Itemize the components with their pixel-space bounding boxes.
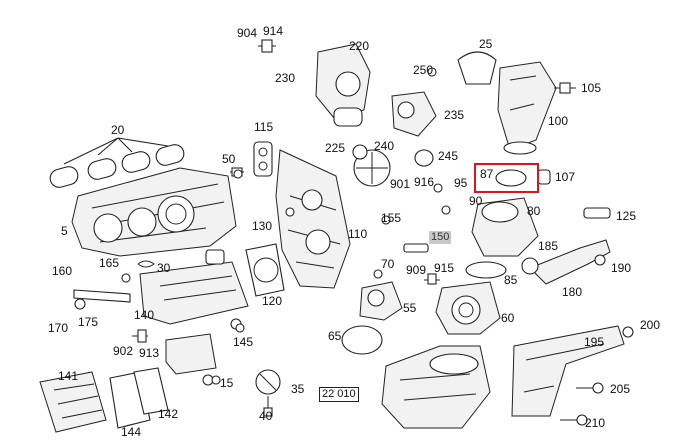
part-label-200: 200 [640,318,661,332]
part-label-125: 125 [616,209,637,223]
part-label-144: 144 [121,425,142,439]
part-label-35: 35 [291,382,305,396]
part-label-155: 155 [381,211,402,225]
intake-gaskets [49,137,185,188]
part-label-95: 95 [454,176,468,190]
part-label-142: 142 [158,407,179,421]
part-label-180: 180 [562,285,583,299]
part-label-140: 140 [134,308,155,322]
part-label-185: 185 [538,239,559,253]
highlight-box-87 [474,163,539,193]
part-label-40: 40 [259,409,273,423]
part-label-145: 145 [233,335,254,349]
part-label-22010: 22 010 [319,387,359,402]
part-label-15: 15 [220,376,234,390]
part-label-210: 210 [585,416,606,430]
part-label-245: 245 [438,149,459,163]
part-label-904: 904 [237,26,258,40]
part-label-175: 175 [78,315,99,329]
part-label-150: 150 [429,231,452,244]
part-label-916: 916 [414,175,435,189]
part-label-225: 225 [325,141,346,155]
part-label-913: 913 [139,346,160,360]
part-label-100: 100 [548,114,569,128]
part-label-30: 30 [157,261,171,275]
part-label-60: 60 [501,311,515,325]
part-label-120: 120 [262,294,283,308]
intake-manifold [71,167,237,257]
part-label-70: 70 [381,257,395,271]
part-label-105: 105 [581,81,602,95]
part-label-141: 141 [58,369,79,383]
part-label-901: 901 [390,177,411,191]
part-label-110: 110 [348,227,368,241]
part-label-85: 85 [504,273,518,287]
part-label-80: 80 [527,204,541,218]
part-label-915: 915 [434,261,455,275]
part-label-235: 235 [444,108,465,122]
part-label-115: 115 [254,120,274,134]
part-label-55: 55 [403,301,417,315]
part-label-205: 205 [610,382,631,396]
part-label-250: 250 [413,63,434,77]
part-label-107: 107 [555,170,576,184]
part-label-87: 87 [480,167,494,181]
part-label-220: 220 [349,39,370,53]
part-label-160: 160 [52,264,73,278]
part-label-914: 914 [263,24,284,38]
part-label-65: 65 [328,329,342,343]
part-label-165: 165 [99,256,120,270]
part-label-90: 90 [469,194,483,208]
part-label-130: 130 [252,219,273,233]
part-label-5: 5 [61,224,68,238]
part-label-230: 230 [275,71,296,85]
part-label-240: 240 [374,139,395,153]
part-label-20: 20 [111,123,125,137]
part-label-25: 25 [479,37,493,51]
part-label-50: 50 [222,152,236,166]
part-label-170: 170 [48,321,69,335]
part-label-909: 909 [406,263,427,277]
part-label-190: 190 [611,261,632,275]
part-label-195: 195 [584,335,605,349]
part-label-902: 902 [113,344,134,358]
